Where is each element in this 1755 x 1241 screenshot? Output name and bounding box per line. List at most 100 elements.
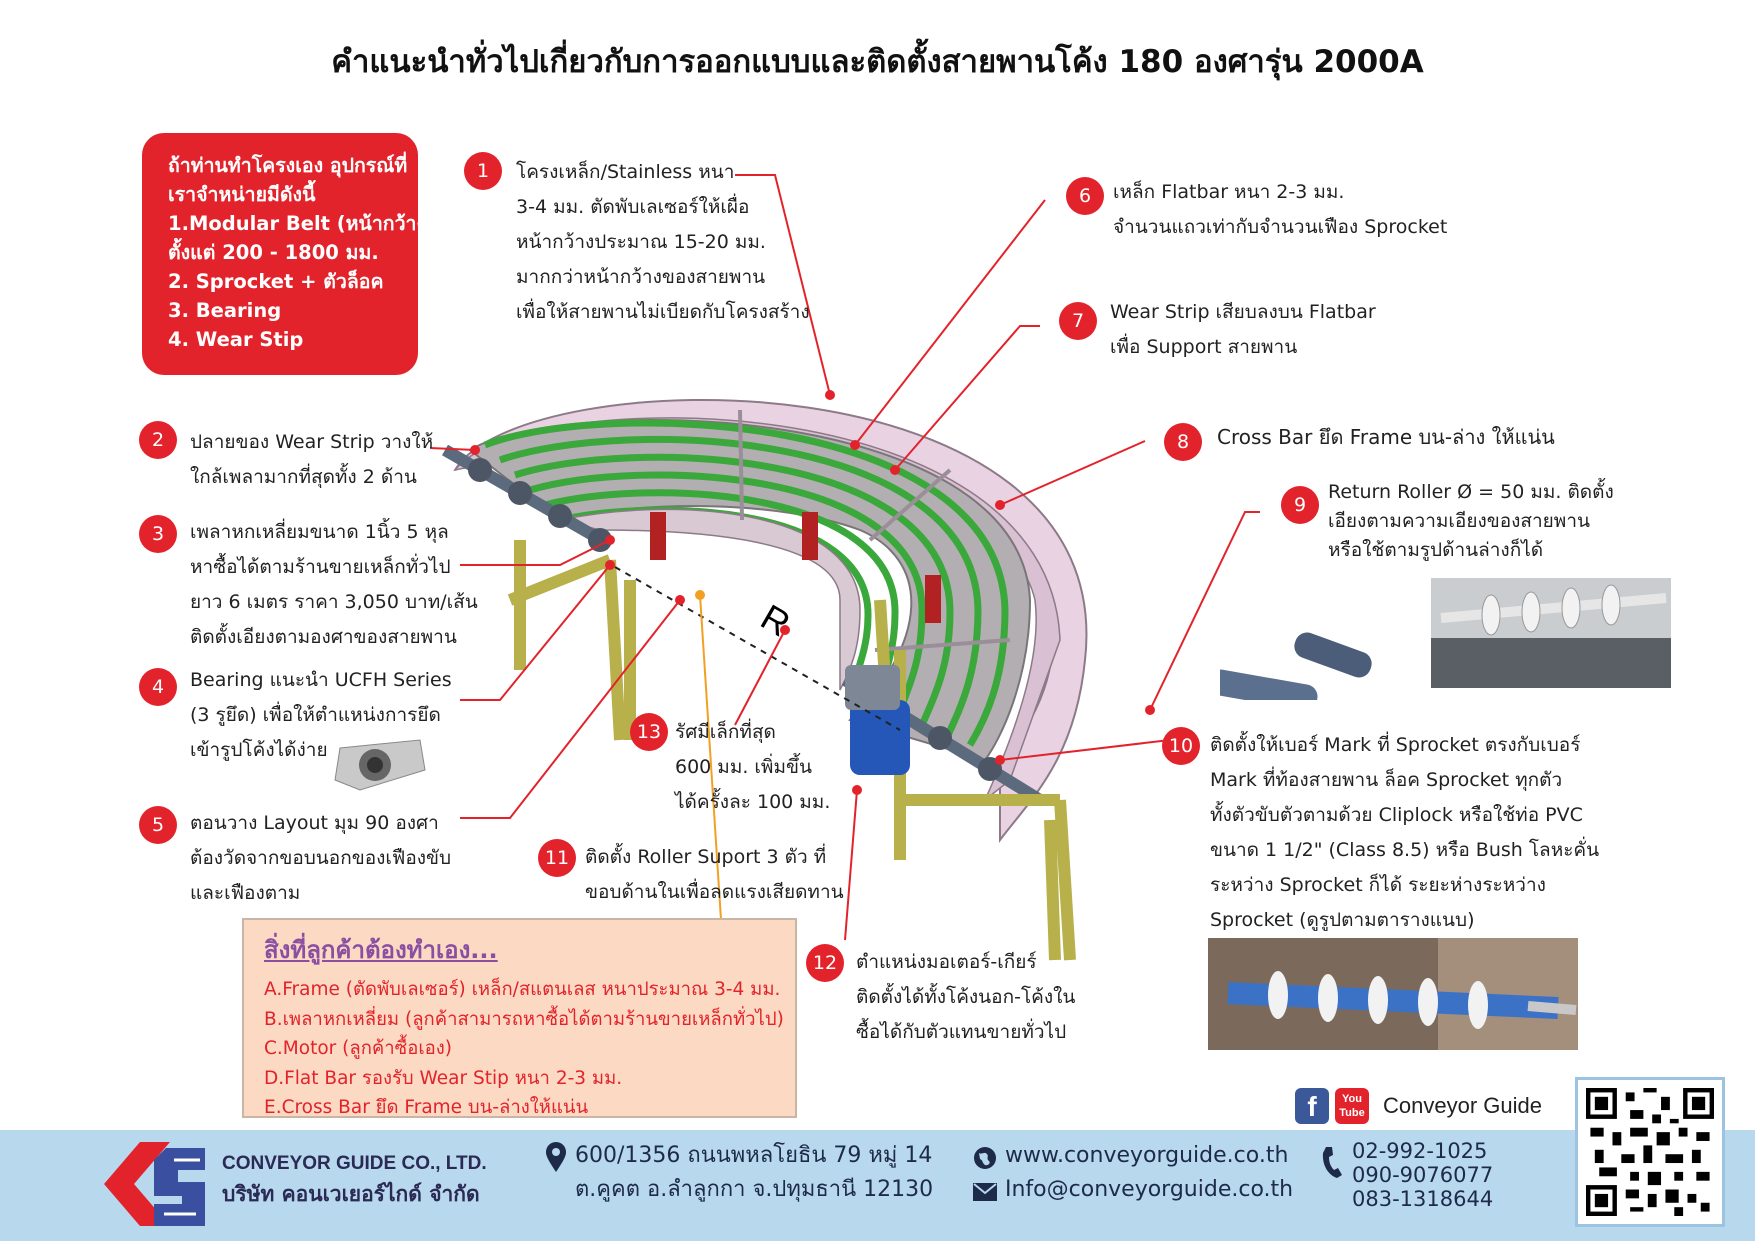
address-line-1: 600/1356 ถนนพหลโยธิน 79 หมู่ 14 [575, 1143, 933, 1168]
callout-line: เพื่อให้สายพานไม่เบียดกับโครงสร้าง [516, 301, 810, 323]
supplied-parts-box: ถ้าท่านทำโครงเอง อุปกรณ์ที่ เราจำหน่ายมี… [142, 133, 427, 375]
qr-code[interactable] [1575, 1077, 1725, 1227]
globe-icon [974, 1147, 996, 1169]
website-link[interactable]: www.conveyorguide.co.th [1005, 1143, 1289, 1168]
callout-line: ติดตั้งเอียงตามองศาของสายพาน [190, 626, 457, 648]
wear-strip [483, 419, 1009, 747]
address-line-2: ต.คูคต อ.ลำลูกกา จ.ปทุมธานี 12130 [575, 1177, 934, 1202]
callout-line: ตำแหน่งมอเตอร์-เกียร์ [856, 951, 1037, 973]
customer-task-item: A.Frame (ตัดพับเลเซอร์) เหล็ก/สแตนเลส หน… [264, 979, 781, 1000]
callout-number-6: 6 [1066, 177, 1104, 215]
callout-number-3: 3 [139, 515, 177, 553]
callout-number-9: 9 [1281, 486, 1319, 524]
callout-number-12: 12 [806, 944, 844, 982]
callout-line: Bearing แนะนำ UCFH Series [190, 669, 452, 691]
email-link[interactable]: Info@conveyorguide.co.th [1005, 1177, 1294, 1202]
sprocket-shaft-photo [1208, 938, 1578, 1050]
phone-number: 02-992-1025 [1352, 1139, 1488, 1163]
callout-line: และเฟืองตาม [190, 882, 301, 904]
callout-line: ได้ครั้งละ 100 มม. [675, 791, 831, 813]
callout-line: หน้ากว้างประมาณ 15-20 มม. [516, 231, 766, 253]
roller-support [925, 575, 941, 623]
leader-dots [470, 390, 1155, 795]
callout-text-10: ติดตั้งให้เบอร์ Mark ที่ Sprocket ตรงกับ… [1210, 728, 1599, 938]
callout-text-13: รัศมีเล็กที่สุด 600 มม. เพิ่มขึ้น ได้ครั… [675, 715, 830, 820]
company-name-en: CONVEYOR GUIDE CO., LTD. [222, 1153, 487, 1174]
callout-number-5: 5 [139, 806, 177, 844]
phone-number: 090-9076077 [1352, 1163, 1494, 1187]
callout-line: Mark ที่ท้องสายพาน ล็อค Sprocket ทุกตัว [1210, 769, 1563, 791]
customer-task-item: C.Motor (ลูกค้าซื้อเอง) [264, 1038, 453, 1059]
wear-strip [498, 435, 982, 737]
leader-line-11 [699, 594, 723, 936]
callout-line: ต้องวัดจากขอบนอกของเฟืองขับ [190, 847, 452, 869]
callout-line: Wear Strip เสียบลงบน Flatbar [1110, 301, 1376, 323]
roller-support [802, 512, 818, 560]
callout-text-6: เหล็ก Flatbar หนา 2-3 มม. จำนวนแถวเท่ากั… [1113, 175, 1447, 245]
callout-number-11: 11 [538, 839, 576, 877]
callout-line: หาซื้อได้ตามร้านขายเหล็กทั่วไป [190, 556, 451, 578]
supplied-parts-line: 2. Sprocket + ตัวล็อค [168, 270, 384, 293]
callout-number-1: 1 [464, 152, 502, 190]
customer-tasks-heading: สิ่งที่ลูกค้าต้องทำเอง... [264, 936, 498, 964]
callout-line: มากกว่าหน้ากว้างของสายพาน [516, 266, 766, 288]
callout-line: ระหว่าง Sprocket ก็ได้ ระยะห่างระหว่าง [1210, 874, 1546, 896]
callout-text-5: ตอนวาง Layout มุม 90 องศา ต้องวัดจากขอบน… [190, 806, 451, 911]
callout-line: ขอบด้านในเพื่อลดแรงเสียดทาน [585, 881, 844, 903]
callout-line: ติดตั้งได้ทั้งโค้งนอก-โค้งใน [856, 986, 1076, 1008]
callout-line: (3 รูยึด) เพื่อให้ตำแหน่งการยึด [190, 704, 441, 726]
supplied-parts-line: เราจำหน่ายมีดังนี้ [168, 183, 316, 206]
cross-bar [874, 638, 1011, 652]
callout-text-3: เพลาหกเหลี่ยมขนาด 1นิ้ว 5 หุล หาซื้อได้ต… [190, 515, 478, 655]
supplied-parts-line: ถ้าท่านทำโครงเอง อุปกรณ์ที่ [168, 154, 408, 177]
facebook-icon[interactable]: f [1295, 1088, 1329, 1124]
page-title: คำแนะนำทั่วไปเกี่ยวกับการออกแบบและติดตั้… [331, 44, 1424, 80]
callout-text-2: ปลายของ Wear Strip วางให้ ใกล้เพลามากที่… [190, 425, 433, 495]
cross-bar [868, 468, 952, 542]
supplied-parts-line: ตั้งแต่ 200 - 1800 มม. [168, 241, 379, 264]
callout-line: ตอนวาง Layout มุม 90 องศา [190, 812, 439, 834]
wear-strip [529, 471, 926, 717]
callout-number-4: 4 [139, 668, 177, 706]
callout-number-7: 7 [1059, 302, 1097, 340]
callout-line: รัศมีเล็กที่สุด [675, 721, 776, 743]
callout-number-10: 10 [1162, 727, 1200, 765]
callout-text-1: โครงเหล็ก/Stainless หนา 3-4 มม. ตัดพับเล… [516, 155, 810, 330]
callout-line: เอียงตามความเอียงของสายพาน [1328, 510, 1590, 532]
email-icon [973, 1183, 997, 1201]
callout-text-4: Bearing แนะนำ UCFH Series (3 รูยึด) เพื่… [190, 663, 452, 768]
callout-line: เข้ารูปโค้งได้ง่าย [190, 739, 328, 761]
location-pin-icon [546, 1142, 566, 1172]
footer-bar [0, 1130, 1755, 1241]
supplied-parts-line: 4. Wear Stip [168, 328, 304, 351]
phone-icon [1322, 1147, 1342, 1178]
sprocket [548, 504, 572, 528]
callout-text-8: Cross Bar ยึด Frame บน-ล่าง ให้แน่น [1217, 420, 1555, 455]
callout-number-13: 13 [630, 713, 668, 751]
callout-line: ทั้งตัวขับตัวตามด้วย Cliplock หรือใช้ท่อ… [1210, 804, 1583, 826]
callout-text-11: ติดตั้ง Roller Suport 3 ตัว ที่ ขอบด้านใ… [585, 840, 844, 910]
callout-line: เพลาหกเหลี่ยมขนาด 1นิ้ว 5 หุล [190, 521, 449, 543]
return-roller-installed-photo [1431, 578, 1671, 688]
callout-text-7: Wear Strip เสียบลงบน Flatbar เพื่อ Suppo… [1110, 295, 1376, 365]
gearbox [845, 665, 900, 710]
supplied-parts-line: 3. Bearing [168, 299, 282, 322]
cross-bar [738, 409, 744, 521]
customer-task-item: D.Flat Bar รองรับ Wear Stip หนา 2-3 มม. [264, 1067, 623, 1089]
callout-line: ซื้อได้กับตัวแทนขายทั่วไป [856, 1021, 1067, 1043]
bearing-ucfh-image [334, 739, 426, 791]
callout-number-2: 2 [139, 421, 177, 459]
company-name-th: บริษัท คอนเวเยอร์ไกด์ จำกัด [222, 1182, 480, 1206]
customer-task-item: B.เพลาหกเหลี่ยม (ลูกค้าสามารถหาซื้อได้ตา… [264, 1008, 784, 1030]
youtube-icon-text: Tube [1339, 1107, 1365, 1119]
callout-line: ใกล้เพลามากที่สุดทั้ง 2 ด้าน [190, 466, 417, 488]
callout-line: Sprocket (ดูรูปตามตารางแนบ) [1210, 909, 1475, 931]
supplied-parts-line: 1.Modular Belt (หน้ากว้าง [168, 212, 427, 235]
leader-dot [695, 590, 705, 600]
sprocket [928, 726, 952, 750]
callout-line: โครงเหล็ก/Stainless หนา [516, 161, 735, 183]
leader-lines [429, 174, 1260, 941]
callout-line: ติดตั้งให้เบอร์ Mark ที่ Sprocket ตรงกับ… [1210, 734, 1581, 756]
